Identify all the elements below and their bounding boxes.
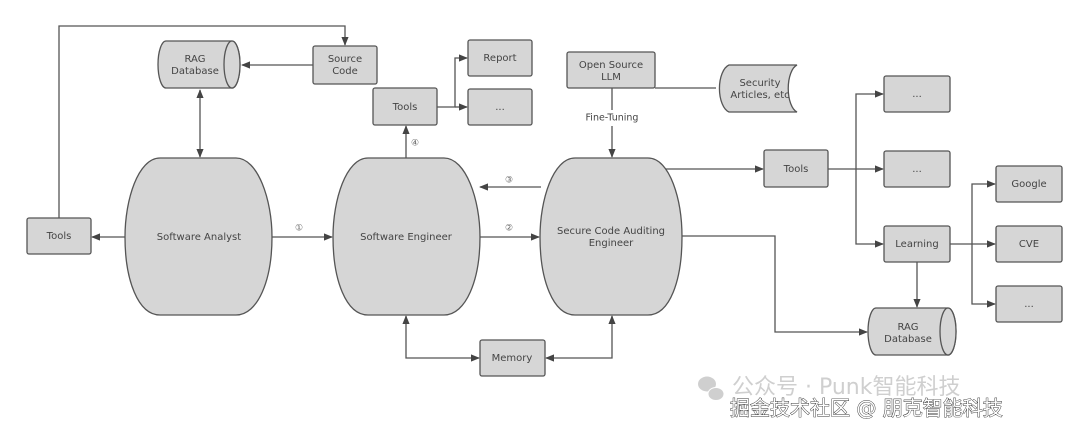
rag-database-top: RAG Database [157,40,241,89]
learning-more-node: ... [995,285,1063,323]
edge-audit-rag [682,235,868,336]
source-code-node: Source Code [312,45,378,85]
tools-more-label: ... [495,102,505,113]
step4-label: ④ [411,139,419,149]
edge-learning-more [971,244,996,308]
cve-label: CVE [1019,239,1039,250]
software-analyst-label: Software Analyst [157,232,241,243]
google-label: Google [1011,179,1046,190]
right-more-2-label: ... [912,164,922,175]
tools-mid-node: Tools [372,87,438,126]
llm-line1: Open Source [579,60,643,71]
memory-label: Memory [492,353,533,364]
software-engineer-node: Software Engineer [332,157,481,316]
source-code-line1: Source [328,54,362,65]
learning-node: Learning [883,225,951,263]
security-line2: Articles, etc [730,90,789,101]
tools-more-node: ... [467,88,533,126]
rag-bottom-line2: Database [884,334,932,345]
edge-tools-to-more1 [855,90,884,169]
edge-tools-to-learning [855,169,884,248]
tools-left-label: Tools [46,231,72,242]
rag-bottom-line1: RAG [898,322,919,333]
learning-label: Learning [895,239,938,250]
right-more-1-node: ... [883,75,951,113]
software-engineer-label: Software Engineer [360,232,453,243]
auditing-line2: Engineer [589,238,634,249]
watermark-line2: 掘金技术社区 @ 朋克智能科技 [730,396,1003,420]
google-node: Google [995,165,1063,203]
cve-node: CVE [995,225,1063,263]
edge-tools-to-source [58,25,349,218]
rag-top-line2: Database [171,66,219,77]
tools-right-label: Tools [783,164,809,175]
fine-tuning-label: Fine-Tuning [586,113,639,124]
tools-mid-label: Tools [392,102,418,113]
right-more-1-label: ... [912,89,922,100]
step1-label: ① [295,224,303,234]
llm-line2: LLM [601,72,621,83]
software-analyst-node: Software Analyst [124,157,273,316]
report-label: Report [483,53,516,64]
edge-tools-to-report [437,54,468,108]
rag-database-bottom: RAG Database [867,307,957,356]
tools-right-node: Tools [763,149,829,188]
source-code-line2: Code [332,66,358,77]
wechat-icon [698,376,725,401]
rag-top-line1: RAG [185,54,206,65]
edge-engineer-memory [402,315,480,362]
open-source-llm-node: Open Source LLM [566,51,656,89]
memory-node: Memory [479,339,546,377]
edge-learning-google [971,180,996,244]
tools-left-node: Tools [26,217,92,255]
security-articles-node: Security Articles, etc [718,64,798,113]
auditing-line1: Secure Code Auditing [557,226,665,237]
auditing-engineer-node: Secure Code Auditing Engineer [539,157,683,316]
learning-more-label: ... [1024,299,1034,310]
edge-audit-memory [545,315,616,362]
watermark: 公众号 · Punk智能科技 掘金技术社区 @ 朋克智能科技 [698,375,1003,420]
step2-label: ② [505,224,513,234]
report-node: Report [467,39,533,77]
connectors [58,25,996,362]
right-more-2-node: ... [883,150,951,188]
step3-label: ③ [505,176,513,186]
security-line1: Security [739,78,780,89]
watermark-line1: 公众号 · Punk智能科技 [732,375,961,400]
